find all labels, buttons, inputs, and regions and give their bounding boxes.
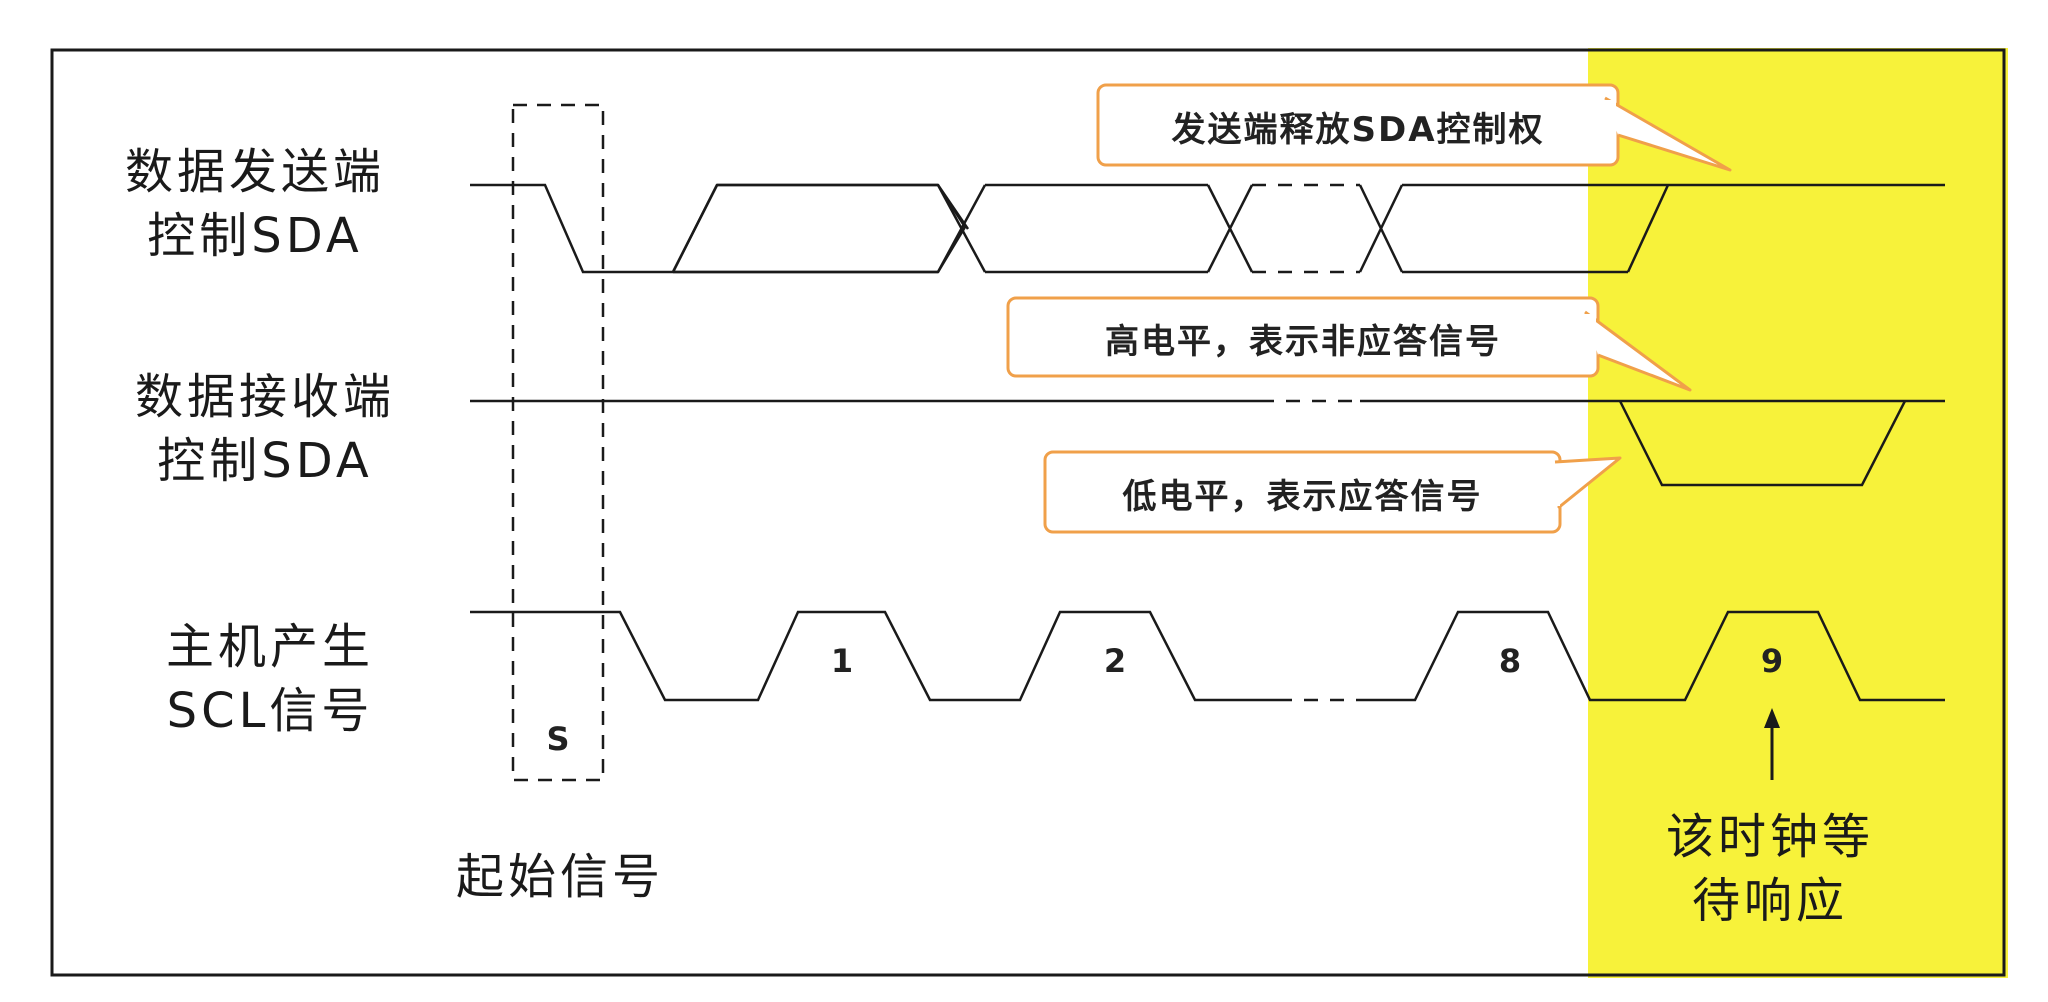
callout-sender-release-shape [1096,83,1732,172]
scl-waveform [470,610,1945,702]
clock-bit-8: 8 [1498,642,1522,680]
callout-high-nack-shape [1006,296,1692,392]
sender-sda-waveform [470,183,1945,274]
start-dashed-box [511,103,605,782]
ack-wait-label-line1: 该时钟等 [1665,809,1874,865]
clock-bit-2: 2 [1103,642,1127,680]
master-scl-label-line1: 主机产生 [165,619,374,675]
callout-low-ack: 低电平，表示应答信号 [1122,477,1483,517]
start-signal-label: 起始信号 [455,849,664,905]
master-scl-label: 主机产生 SCL信号 [110,615,430,743]
clock-bit-9: 9 [1760,642,1784,680]
sender-sda-label: 数据发送端 控制SDA [95,140,415,268]
receiver-sda-waveform [470,399,1945,487]
ack-wait-arrow [1764,708,1780,780]
callout-low-ack-shape [1043,450,1622,534]
start-box-label: S [546,720,570,758]
sender-sda-label-line2: 控制SDA [147,208,363,264]
master-scl-label-line2: SCL信号 [166,683,374,739]
clock-bit-1: 1 [830,642,854,680]
sender-sda-label-line1: 数据发送端 [124,144,385,200]
receiver-sda-label: 数据接收端 控制SDA [105,365,425,493]
ack-wait-label: 该时钟等 待响应 [1620,805,1920,933]
callout-high-nack: 高电平，表示非应答信号 [1105,322,1501,362]
ack-highlight-region [1588,48,2008,978]
receiver-sda-label-line1: 数据接收端 [134,369,395,425]
receiver-sda-label-line2: 控制SDA [157,433,373,489]
outer-frame [50,48,2006,977]
callout-sender-release: 发送端释放SDA控制权 [1171,110,1545,150]
ack-wait-label-line2: 待响应 [1691,873,1848,929]
